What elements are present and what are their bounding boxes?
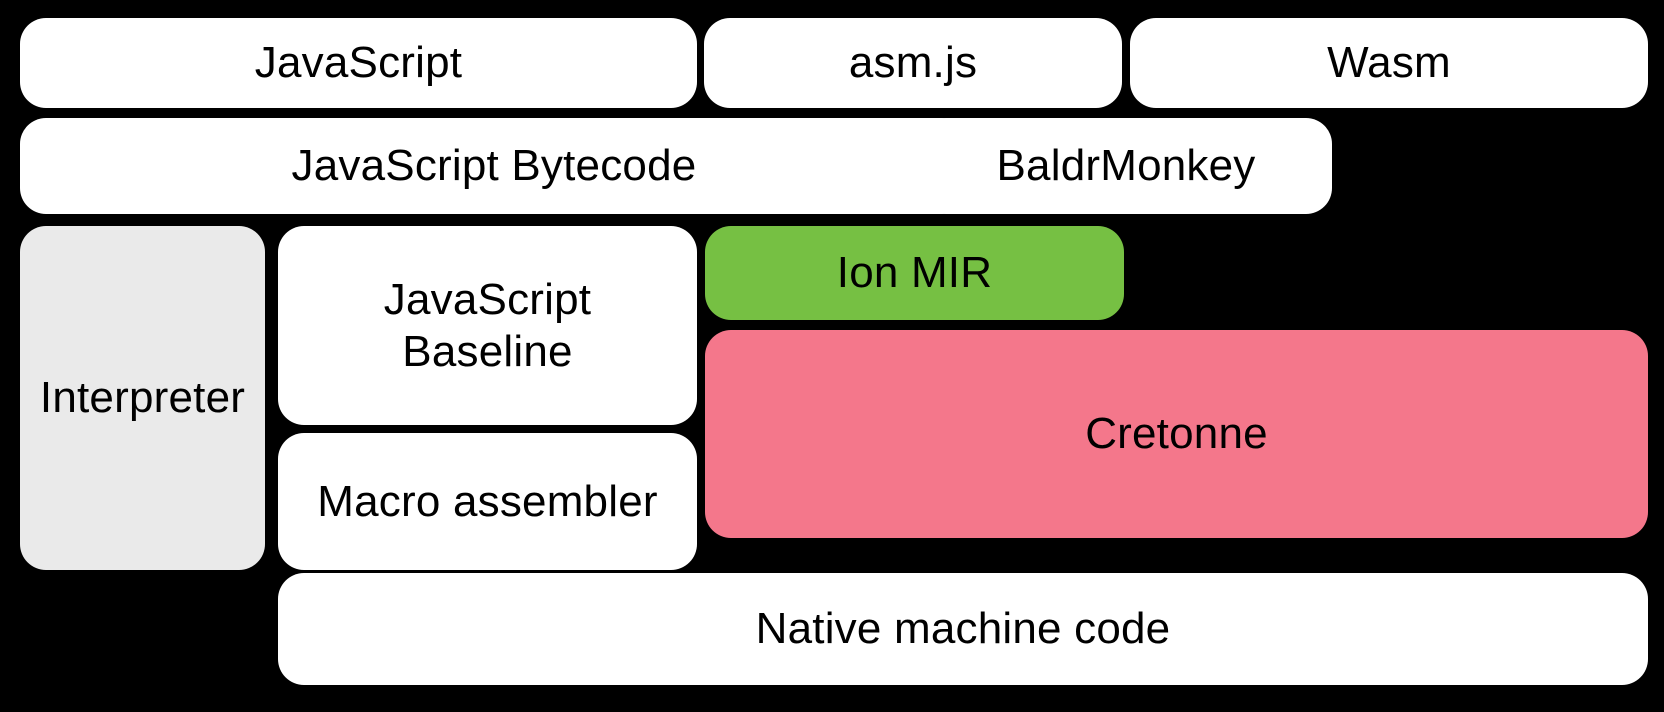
- node-javascript-baseline: JavaScript Baseline: [278, 226, 697, 425]
- node-cretonne: Cretonne: [705, 330, 1648, 538]
- node-macro-assembler: Macro assembler: [278, 433, 697, 570]
- node-native-machine-code: Native machine code: [278, 573, 1648, 685]
- node-wasm: Wasm: [1130, 18, 1648, 108]
- node-interpreter: Interpreter: [20, 226, 265, 570]
- node-javascript: JavaScript: [20, 18, 697, 108]
- node-javascript-bytecode: JavaScript Bytecode: [20, 118, 968, 214]
- node-ion-mir: Ion MIR: [705, 226, 1124, 320]
- node-baldrmonkey: BaldrMonkey: [920, 118, 1332, 214]
- node-asm-js: asm.js: [704, 18, 1122, 108]
